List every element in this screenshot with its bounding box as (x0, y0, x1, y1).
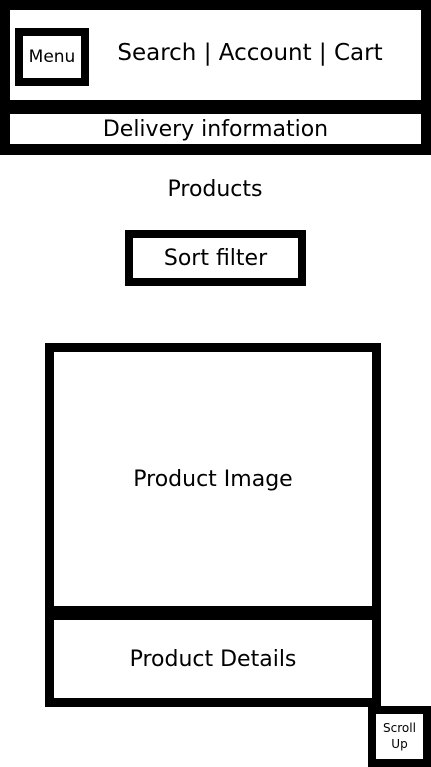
scroll-up-button[interactable]: Scroll Up (368, 706, 431, 767)
product-image[interactable]: Product Image (45, 343, 381, 620)
sort-filter-label: Sort filter (163, 245, 268, 271)
nav-links[interactable]: Search | Account | Cart (110, 28, 390, 78)
page-title-text: Products (167, 176, 263, 202)
nav-links-label: Search | Account | Cart (117, 40, 383, 66)
product-details-label: Product Details (129, 646, 297, 672)
product-details[interactable]: Product Details (45, 612, 381, 707)
delivery-information-label: Delivery information (102, 116, 329, 142)
menu-button-label: Menu (28, 47, 76, 67)
scroll-up-label: Scroll Up (383, 720, 416, 751)
product-image-label: Product Image (133, 466, 293, 492)
menu-button[interactable]: Menu (15, 28, 89, 86)
page-title: Products (115, 170, 315, 208)
header-bar: Menu Search | Account | Cart Delivery in… (0, 0, 431, 155)
delivery-information[interactable]: Delivery information (10, 114, 421, 144)
sort-filter-button[interactable]: Sort filter (125, 230, 306, 286)
